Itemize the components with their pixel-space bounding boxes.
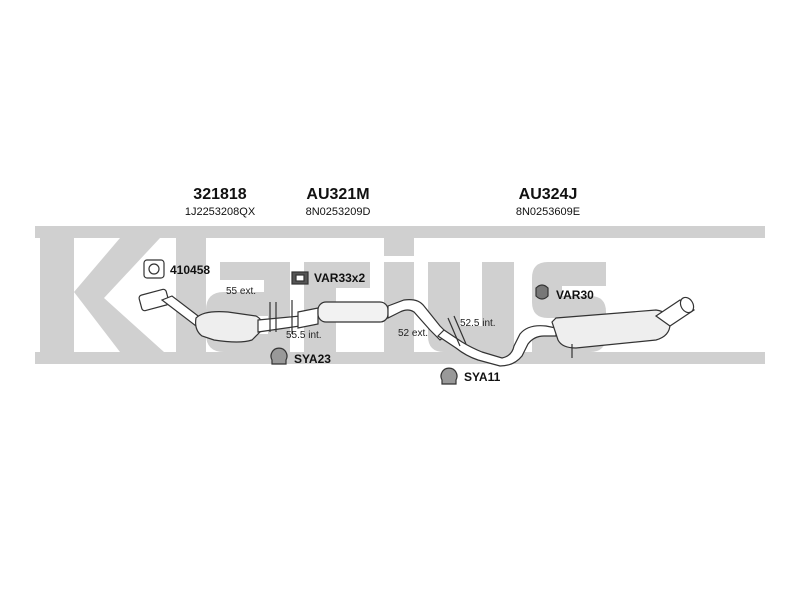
dimension-label: 52 ext. (398, 328, 429, 339)
part-number-middle: AU321M (306, 186, 370, 203)
dimension-label: 55 ext. (226, 286, 257, 297)
clamp-rear-label: SYA11 (464, 370, 501, 384)
hanger-label: VAR30 (556, 288, 594, 302)
clamp-icon-rear (440, 367, 458, 385)
rear-silencer (437, 296, 696, 367)
bracket-label: VAR33x2 (314, 271, 366, 285)
oem-number-rear: 8N0253609E (515, 206, 581, 218)
hanger-icon (535, 284, 549, 300)
bracket-icon (291, 271, 309, 285)
clamp-icon-front (270, 347, 288, 365)
oem-number-middle: 8N0253209D (305, 206, 371, 218)
gasket-icon (143, 259, 165, 279)
front-pipe-with-catalyst (138, 288, 301, 343)
oem-number-front: 1J2253208QX (184, 206, 256, 218)
part-number-front: 321818 (193, 186, 247, 203)
dimension-label: 55.5 int. (286, 330, 322, 341)
dimension-label: 52.5 int. (460, 318, 496, 329)
gasket-label: 410458 (170, 263, 211, 277)
middle-silencer (291, 299, 449, 341)
clamp-front-label: SYA23 (294, 352, 331, 366)
part-number-rear: AU324J (518, 186, 578, 203)
